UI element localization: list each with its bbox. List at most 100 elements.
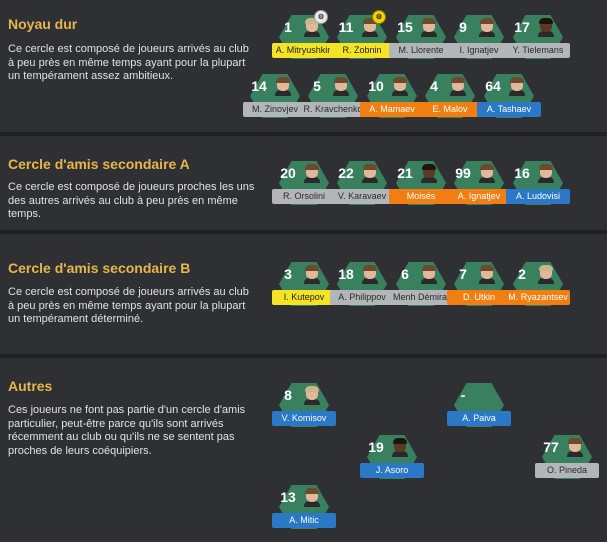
- player-name: Y. Tielemans: [506, 43, 570, 58]
- player-number: 13: [280, 489, 296, 505]
- player-number: 2: [518, 266, 526, 282]
- player-face-icon: [362, 18, 378, 37]
- player-name: V. Komisov: [272, 411, 336, 426]
- player-face-icon: [567, 438, 583, 457]
- section-description: Ces joueurs ne font pas partie d'un cerc…: [8, 404, 246, 457]
- section-description: Ce cercle est composé de joueurs arrivés…: [8, 43, 249, 82]
- player-card[interactable]: 8 V. Komisov: [272, 383, 336, 433]
- player-number: 20: [280, 165, 296, 181]
- section-cercle-b: Cercle d'amis secondaire B Ce cercle est…: [0, 234, 607, 354]
- player-number: 5: [313, 78, 321, 94]
- section-title: Cercle d'amis secondaire B: [8, 260, 191, 276]
- player-name: A. Ignatjev: [447, 189, 511, 204]
- section-noyau-dur: Noyau dur Ce cercle est composé de joueu…: [0, 0, 607, 132]
- player-number: 18: [338, 266, 354, 282]
- section-divider: [0, 354, 607, 358]
- player-number: 10: [368, 78, 384, 94]
- player-name: E. Malov: [418, 102, 482, 117]
- player-name: A. Mitic: [272, 513, 336, 528]
- player-card[interactable]: 11⚙R. Zobnin: [330, 10, 394, 65]
- player-card[interactable]: 17 Y. Tielemans: [506, 15, 570, 65]
- player-face-icon: [421, 164, 437, 183]
- player-face-icon: [479, 164, 495, 183]
- player-card[interactable]: 3 I. Kutepov: [272, 262, 336, 312]
- player-name: Menh Démiral: [389, 290, 453, 305]
- player-number: 99: [455, 165, 471, 181]
- player-name: M. Zinovjev: [243, 102, 307, 117]
- player-number: 22: [338, 165, 354, 181]
- player-number: 11: [338, 19, 354, 35]
- player-face-icon: [538, 18, 554, 37]
- player-card[interactable]: 20 R. Orsolini: [272, 161, 336, 211]
- player-card[interactable]: 64 A. Tashaev: [477, 74, 541, 124]
- player-face-icon: [304, 18, 320, 37]
- player-number: 14: [251, 78, 267, 94]
- player-face-icon: [421, 18, 437, 37]
- player-card[interactable]: 13 A. Mitic: [272, 485, 336, 535]
- player-number: 19: [368, 439, 384, 455]
- player-card[interactable]: 14 M. Zinovjev: [243, 74, 307, 124]
- player-name: A. Tashaev: [477, 102, 541, 117]
- player-number: 8: [284, 387, 292, 403]
- captain-badge-icon: ⚙: [314, 10, 328, 24]
- player-name: Moisés: [389, 189, 453, 204]
- player-face-icon: [450, 77, 466, 96]
- player-name: M. Llorente: [389, 43, 453, 58]
- player-number: 64: [485, 78, 501, 94]
- section-autres: Autres Ces joueurs ne font pas partie d'…: [0, 358, 607, 542]
- player-name: I. Kutepov: [272, 290, 336, 305]
- player-number: 21: [397, 165, 413, 181]
- player-number: -: [460, 387, 466, 403]
- player-number: 9: [459, 19, 467, 35]
- player-name: A. Mamaev: [360, 102, 424, 117]
- player-card[interactable]: 18 A. Philippov: [330, 262, 394, 312]
- player-face-icon: [304, 386, 320, 405]
- vice-captain-badge-icon: ⚙: [372, 10, 386, 24]
- player-face-icon: [479, 18, 495, 37]
- player-name: O. Pineda: [535, 463, 599, 478]
- player-card[interactable]: 77 O. Pineda: [535, 435, 599, 485]
- player-name: A. Ludovisi: [506, 189, 570, 204]
- player-card[interactable]: 99 A. Ignatjev: [447, 161, 511, 211]
- player-face-icon: [362, 265, 378, 284]
- player-face-icon: [392, 77, 408, 96]
- player-name: A. Mitryushkin: [272, 43, 336, 58]
- player-card[interactable]: 7 D. Utkin: [447, 262, 511, 312]
- section-title: Noyau dur: [8, 16, 78, 32]
- player-name: R. Kravchenko: [301, 102, 365, 117]
- player-face-icon: [362, 164, 378, 183]
- player-face-icon: [479, 265, 495, 284]
- section-description: Ce cercle est composé de joueurs arrivés…: [8, 286, 249, 325]
- player-card[interactable]: 1⚙A. Mitryushkin: [272, 10, 336, 65]
- player-face-icon: [509, 77, 525, 96]
- player-card[interactable]: 10 A. Mamaev: [360, 74, 424, 124]
- player-face-icon: [538, 265, 554, 284]
- player-face-icon: [421, 265, 437, 284]
- player-name: R. Orsolini: [272, 189, 336, 204]
- player-card[interactable]: -A. Paiva: [447, 383, 511, 433]
- section-divider: [0, 132, 607, 136]
- player-face-icon: [333, 77, 349, 96]
- player-face-icon: [275, 77, 291, 96]
- section-divider: [0, 230, 607, 234]
- player-number: 17: [514, 19, 530, 35]
- player-number: 77: [543, 439, 559, 455]
- player-number: 3: [284, 266, 292, 282]
- player-name: D. Utkin: [447, 290, 511, 305]
- player-number: 6: [401, 266, 409, 282]
- player-number: 7: [459, 266, 467, 282]
- player-name: A. Philippov: [330, 290, 394, 305]
- player-face-icon: [304, 265, 320, 284]
- player-face-icon: [304, 488, 320, 507]
- player-face-icon: [538, 164, 554, 183]
- player-card[interactable]: 5 R. Kravchenko: [301, 74, 365, 124]
